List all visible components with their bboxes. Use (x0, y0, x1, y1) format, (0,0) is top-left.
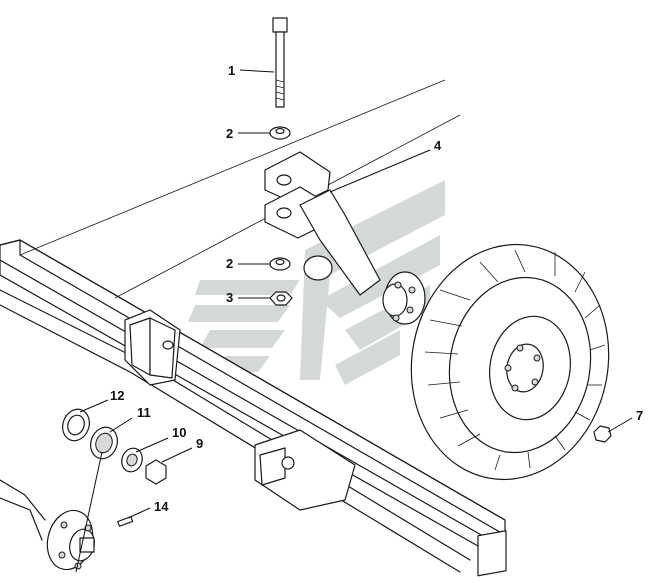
callout-11: 11 (137, 405, 151, 420)
callout-2b: 2 (226, 256, 233, 271)
leader-lines (75, 69, 633, 573)
callout-2a: 2 (226, 126, 233, 141)
callout-14: 14 (154, 499, 169, 514)
receiver-bracket (254, 429, 356, 511)
hub-assembly (0, 479, 95, 571)
tire-wheel (410, 243, 610, 481)
callout-10: 10 (172, 425, 186, 440)
callout-1: 1 (228, 63, 235, 78)
lug-nut (593, 425, 612, 443)
wheel-stud (117, 516, 134, 527)
bearing (90, 426, 118, 460)
washer-lower (269, 257, 291, 271)
axle-bracket (124, 309, 181, 386)
callout-labels: 1 2 4 2 3 7 12 11 10 9 14 (110, 63, 643, 514)
dust-cap (145, 459, 167, 485)
seal (62, 408, 90, 442)
bearing-cone (121, 447, 143, 473)
spindle-hub (382, 271, 426, 325)
callout-7: 7 (636, 408, 643, 423)
callout-12: 12 (110, 388, 124, 403)
callout-9: 9 (196, 436, 203, 451)
spindle-arm (264, 151, 381, 296)
callout-4: 4 (434, 138, 442, 153)
bolt (272, 17, 288, 108)
nut (269, 291, 293, 306)
washer-top (269, 126, 291, 140)
callout-3: 3 (226, 290, 233, 305)
axle-tube (0, 239, 507, 577)
